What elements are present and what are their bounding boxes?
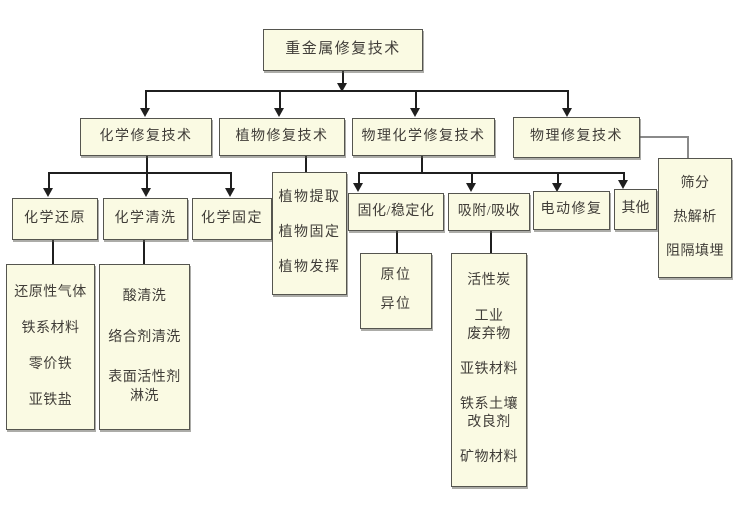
arrowhead-physchem: [410, 108, 420, 117]
list-item: 植物提取: [278, 190, 341, 206]
connector-adsorption-list: [490, 231, 492, 253]
node-label: 物理修复技术: [530, 129, 623, 145]
node-label: 化学固定: [201, 210, 263, 226]
connector-drop-phyto: [279, 90, 281, 108]
node-physical-methods: 筛分 热解析 阻隔填埋: [658, 158, 732, 278]
arrowhead-physical: [562, 108, 572, 117]
arrowhead-washing: [141, 188, 151, 197]
list-item: 矿物材料: [460, 450, 518, 466]
arrowhead-others: [618, 180, 628, 189]
node-chemical-reduction: 化学还原: [12, 198, 98, 240]
connector-level2-rail: [145, 90, 568, 92]
node-washing-methods: 酸清洗 络合剂清洗 表面活性剂 淋洗: [99, 264, 190, 430]
node-heavy-metal-remediation: 重金属修复技术: [263, 29, 423, 71]
list-item: 还原性气体: [14, 284, 87, 300]
list-item: 筛分: [680, 175, 710, 191]
node-reduction-agents: 还原性气体 铁系材料 零价铁 亚铁盐: [6, 264, 95, 430]
connector-drop-fixation: [230, 172, 232, 188]
list-item: 铁系土壤 改良剂: [460, 397, 518, 431]
connector-solidification-list: [396, 231, 398, 253]
connector-drop-physical: [567, 90, 569, 108]
connector-physical-elbow-h: [640, 136, 688, 138]
arrowhead-chemical: [140, 108, 150, 117]
list-item: 活性炭: [467, 273, 511, 289]
connector-drop-reduction: [48, 172, 50, 188]
node-label: 化学还原: [24, 210, 86, 226]
connector-chemical-stem: [146, 156, 148, 172]
connector-chemical-rail: [48, 172, 231, 174]
arrowhead-fixation: [225, 188, 235, 197]
connector-drop-others: [623, 172, 625, 181]
list-item: 络合剂清洗: [108, 329, 181, 345]
connector-drop-solidification: [358, 172, 360, 183]
list-item: 亚铁盐: [28, 392, 73, 408]
arrowhead-solidification: [353, 183, 363, 192]
list-item: 植物固定: [278, 225, 341, 241]
node-chemical-remediation: 化学修复技术: [80, 118, 212, 156]
node-label: 物理化学修复技术: [361, 128, 486, 144]
node-label: 固化/稳定化: [357, 203, 435, 219]
arrowhead-electro: [552, 183, 562, 192]
node-physicochemical-remediation: 物理化学修复技术: [352, 118, 495, 156]
connector-drop-electro: [557, 172, 559, 183]
connector-root-stem: [342, 71, 344, 85]
node-label: 化学修复技术: [99, 128, 193, 144]
connector-physchem-stem: [421, 156, 423, 172]
node-solidification-stabilization: 固化/稳定化: [348, 193, 444, 231]
node-phyto-remediation: 植物修复技术: [219, 118, 345, 156]
list-item: 酸清洗: [122, 289, 167, 305]
node-adsorption-materials: 活性炭 工业 废弃物 亚铁材料 铁系土壤 改良剂 矿物材料: [451, 253, 527, 487]
arrowhead-reduction: [43, 188, 53, 197]
node-label: 其他: [621, 201, 650, 217]
list-item: 工业 废弃物: [467, 308, 511, 342]
list-item: 铁系材料: [21, 320, 80, 336]
connector-drop-adsorption: [471, 172, 473, 183]
node-label: 吸附/吸收: [457, 203, 521, 219]
connector-phyto-stem: [305, 156, 307, 172]
connector-reduction-list: [52, 240, 54, 264]
list-item: 阻隔填埋: [666, 243, 724, 259]
list-item: 原位: [380, 268, 412, 284]
connector-physchem-rail: [358, 172, 624, 174]
node-chemical-washing: 化学清洗: [103, 198, 188, 240]
node-chemical-fixation: 化学固定: [192, 198, 272, 240]
list-item: 异位: [380, 297, 412, 313]
node-phyto-methods: 植物提取 植物固定 植物发挥: [272, 172, 347, 295]
connector-physical-elbow-v: [687, 136, 689, 158]
node-label: 重金属修复技术: [285, 41, 401, 58]
node-electrokinetic-remediation: 电动修复: [533, 191, 610, 230]
node-label: 植物修复技术: [235, 128, 329, 144]
list-item: 表面活性剂 淋洗: [108, 370, 181, 404]
node-physical-remediation: 物理修复技术: [513, 117, 640, 158]
list-item: 零价铁: [28, 356, 73, 372]
connector-washing-list: [143, 240, 145, 264]
list-item: 亚铁材料: [460, 361, 518, 377]
node-label: 化学清洗: [114, 210, 177, 226]
node-solidification-modes: 原位 异位: [360, 253, 432, 329]
node-others: 其他: [614, 189, 657, 230]
connector-drop-chemical: [145, 90, 147, 108]
connector-drop-washing: [146, 172, 148, 188]
node-adsorption-absorption: 吸附/吸收: [448, 193, 530, 231]
list-item: 热解析: [673, 209, 717, 225]
arrowhead-root: [337, 83, 347, 92]
arrowhead-phyto: [274, 108, 284, 117]
connector-drop-physchem: [415, 90, 417, 108]
list-item: 植物发挥: [278, 260, 341, 276]
node-label: 电动修复: [540, 202, 603, 218]
arrowhead-adsorption: [466, 183, 476, 192]
